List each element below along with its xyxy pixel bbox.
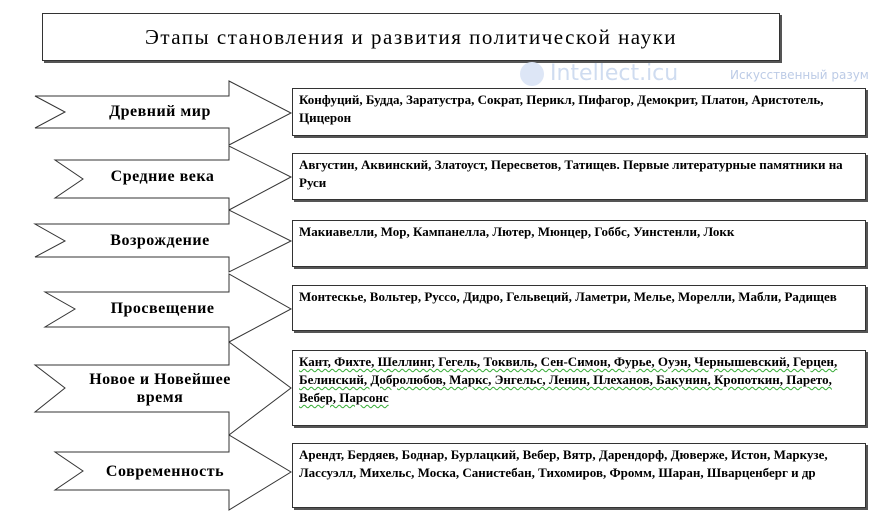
stage-label-ancient: Древний мир [109, 103, 211, 120]
stage-label-enlightenment: Просвещение [110, 300, 215, 317]
figures-box-ancient: Конфуций, Будда, Заратустра, Сократ, Пер… [292, 88, 866, 136]
figures-box-contemporary: Арендт, Бердяев, Боднар, Бурлацкий, Вебе… [292, 443, 866, 508]
figures-box-modern: Кант, Фихте, Шеллинг, Гегель, Токвиль, С… [292, 350, 866, 426]
stage-arrow-3 [33, 209, 293, 273]
stage-label-contemporary: Современность [105, 463, 225, 480]
figures-box-enlightenment: Монтескье, Вольтер, Руссо, Дидро, Гельве… [292, 285, 866, 331]
stage-arrow-1 [34, 80, 293, 146]
diagram-title: Этапы становления и развития политическо… [42, 13, 780, 61]
stage-label-renaissance: Возрождение [110, 232, 210, 249]
stage-label-modern: Новое и Новейшее время [89, 371, 231, 406]
figures-box-renaissance: Макиавелли, Мор, Кампанелла, Лютер, Мюнц… [292, 220, 866, 267]
figures-box-middle-ages: Августин, Аквинский, Златоуст, Пересвето… [292, 153, 866, 200]
stage-label-middle-ages: Средние века [110, 168, 215, 185]
stage-arrow-6 [53, 434, 292, 511]
